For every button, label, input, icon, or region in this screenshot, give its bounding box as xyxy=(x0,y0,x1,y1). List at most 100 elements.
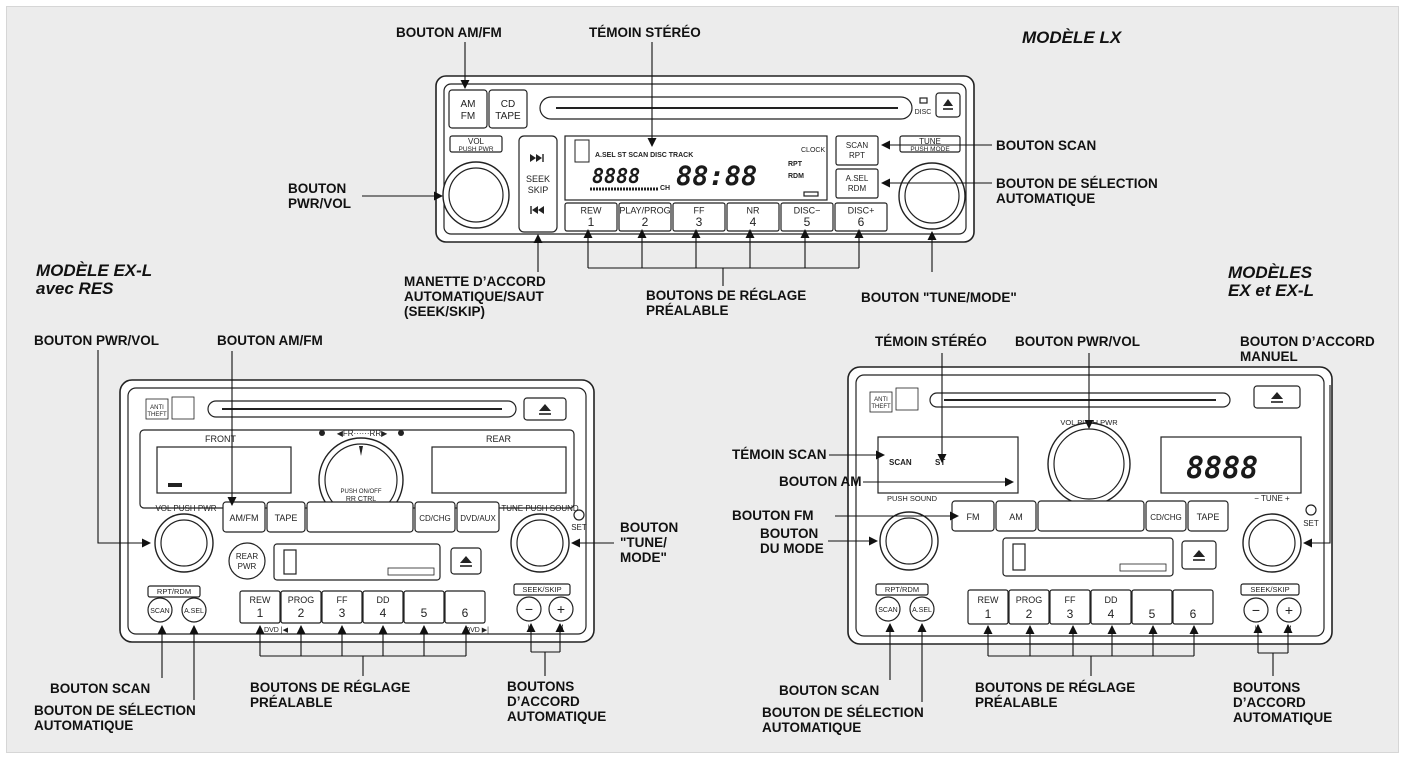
ex-scan-button[interactable] xyxy=(875,596,901,622)
exl-seek-minus-button[interactable] xyxy=(516,596,542,622)
lx-preset-number: 4 xyxy=(750,215,757,229)
exl-dvd-aux-button[interactable] xyxy=(456,501,500,533)
ex-cd-chg-button[interactable] xyxy=(1145,500,1187,532)
ex-preset-button-5[interactable] xyxy=(1131,589,1173,625)
label-exl-scan-button: BOUTON SCAN xyxy=(50,681,151,696)
ex-preset-number: 3 xyxy=(1067,607,1074,621)
ex-preset-number: 4 xyxy=(1108,607,1115,621)
lx-asel-text: A.SEL xyxy=(846,174,869,183)
exl-preset-button-6[interactable] xyxy=(444,590,486,624)
ex-manual-tune-knob[interactable] xyxy=(1242,513,1302,573)
ex-display-scan: SCAN xyxy=(889,458,912,467)
ex-preset-button-3[interactable] xyxy=(1049,589,1091,625)
lx-seek-text: SEEK xyxy=(526,174,550,184)
exl-cassette-slot xyxy=(273,543,441,581)
ex-am-text: AM xyxy=(1009,512,1023,522)
lx-preset-number: 5 xyxy=(804,215,811,229)
lx-display-small-digits: 8888 xyxy=(592,164,640,188)
ex-m-text: M xyxy=(1287,626,1292,632)
exl-pwr-vol-knob[interactable] xyxy=(154,513,214,573)
ex-fm-text: FM xyxy=(967,512,980,522)
ex-plus-text: + xyxy=(1285,602,1293,618)
exl-preset-button-1[interactable] xyxy=(239,590,281,624)
exl-vol-push-pwr-text: VOL PUSH PWR xyxy=(155,504,216,513)
lx-am-text: AM xyxy=(461,99,476,110)
exl-preset-button-2[interactable] xyxy=(280,590,322,624)
ex-am-button[interactable] xyxy=(995,500,1037,532)
label-ex-stereo-indicator: TÉMOIN STÉRÉO xyxy=(875,334,987,349)
exl-tune-sound-knob[interactable] xyxy=(510,513,570,573)
exl-set-text: SET xyxy=(571,523,587,532)
ex-preset-button-6[interactable] xyxy=(1172,589,1214,625)
ex-asel-button[interactable] xyxy=(909,596,935,622)
next-track-icon xyxy=(530,154,542,162)
ex-anti-text: ANTI xyxy=(874,397,888,403)
ex-preset-number: 2 xyxy=(1026,607,1033,621)
cd-logo-icon xyxy=(171,396,195,420)
ex-pwr-vol-knob[interactable] xyxy=(1047,422,1131,506)
lx-am-fm-button[interactable] xyxy=(448,89,488,129)
lx-preset-top-label: PLAY/PROG xyxy=(619,206,670,216)
label-ex-mode-button: BOUTON DU MODE xyxy=(760,526,824,556)
ex-preset-top-label: PROG xyxy=(1016,595,1043,605)
lx-cd-tape-button[interactable] xyxy=(488,89,528,129)
exl-cd-chg-button[interactable] xyxy=(414,501,456,533)
exl-dvd-aux-text: DVD/AUX xyxy=(460,514,496,523)
exl-seek-plus-button[interactable] xyxy=(548,596,574,622)
lx-display-rpt: RPT xyxy=(788,161,803,168)
ex-preset-button-1[interactable] xyxy=(967,589,1009,625)
exl-seek-skip-text: SEEK/SKIP xyxy=(522,585,561,594)
lx-preset-top-label: DISC+ xyxy=(848,206,875,216)
exl-preset-button-4[interactable] xyxy=(362,590,404,624)
ex-asel-text: A.SEL xyxy=(912,607,932,614)
exl-theft-text: THEFT xyxy=(147,412,167,418)
lx-asel-rdm-button[interactable] xyxy=(835,168,879,199)
ex-tape-button[interactable] xyxy=(1187,500,1229,532)
lx-display-rdm: RDM xyxy=(788,173,804,180)
model-title-lx: MODÈLE LX xyxy=(1022,28,1122,47)
lx-pwr-vol-knob[interactable] xyxy=(442,161,510,229)
ex-mode-knob[interactable] xyxy=(879,511,939,571)
exl-rear-pwr-button[interactable] xyxy=(228,542,266,580)
ex-rpt-rdm-text: RPT/RDM xyxy=(885,585,919,594)
ex-preset-button-2[interactable] xyxy=(1008,589,1050,625)
exl-tape-button[interactable] xyxy=(266,501,306,533)
exl-tune-push-sound-text: TUNE PUSH SOUND xyxy=(501,504,579,513)
lx-vol-text: VOL xyxy=(468,137,485,146)
ex-preset-number: 1 xyxy=(985,607,992,621)
lx-preset-top-label: NR xyxy=(747,206,760,216)
exl-preset-top-label: DD xyxy=(377,595,390,605)
lx-tune-mode-knob[interactable] xyxy=(898,162,966,230)
lx-tune-text: TUNE xyxy=(919,137,941,146)
exl-scan-text: SCAN xyxy=(150,608,169,615)
exl-am-fm-button[interactable] xyxy=(222,501,266,533)
ex-seek-minus-button[interactable] xyxy=(1243,597,1269,623)
lx-seek-skip-lever[interactable] xyxy=(518,135,558,233)
exl-asel-button[interactable] xyxy=(181,597,207,623)
lx-cd-text: CD xyxy=(501,99,515,110)
lx-push-pwr-text: PUSH PWR xyxy=(458,146,493,153)
lx-scan-rpt-button[interactable] xyxy=(835,135,879,166)
label-ex-scan-button: BOUTON SCAN xyxy=(779,683,880,698)
exl-scan-button[interactable] xyxy=(147,597,173,623)
exl-preset-button-5[interactable] xyxy=(403,590,445,624)
lx-fm-text: FM xyxy=(461,111,475,122)
eject-icon xyxy=(1271,392,1283,399)
ex-theft-text: THEFT xyxy=(871,404,891,410)
ex-seek-plus-button[interactable] xyxy=(1276,597,1302,623)
lx-display-ch: CH xyxy=(660,185,670,192)
ex-preset-top-label: REW xyxy=(978,595,1000,605)
ex-preset-button-4[interactable] xyxy=(1090,589,1132,625)
lx-preset-top-label: REW xyxy=(581,206,603,216)
label-lx-auto-select-button: BOUTON DE SÉLECTION AUTOMATIQUE xyxy=(996,176,1158,206)
lx-rdm-text: RDM xyxy=(848,184,867,193)
exl-minus-text: − xyxy=(525,601,533,617)
exl-rr-ctrl-text: RR CTRL xyxy=(346,496,376,503)
ex-preset-number: 5 xyxy=(1149,607,1156,621)
exl-preset-button-3[interactable] xyxy=(321,590,363,624)
label-exl-tune-mode-button: BOUTON "TUNE/ MODE" xyxy=(620,520,679,565)
eject-icon xyxy=(460,556,472,563)
